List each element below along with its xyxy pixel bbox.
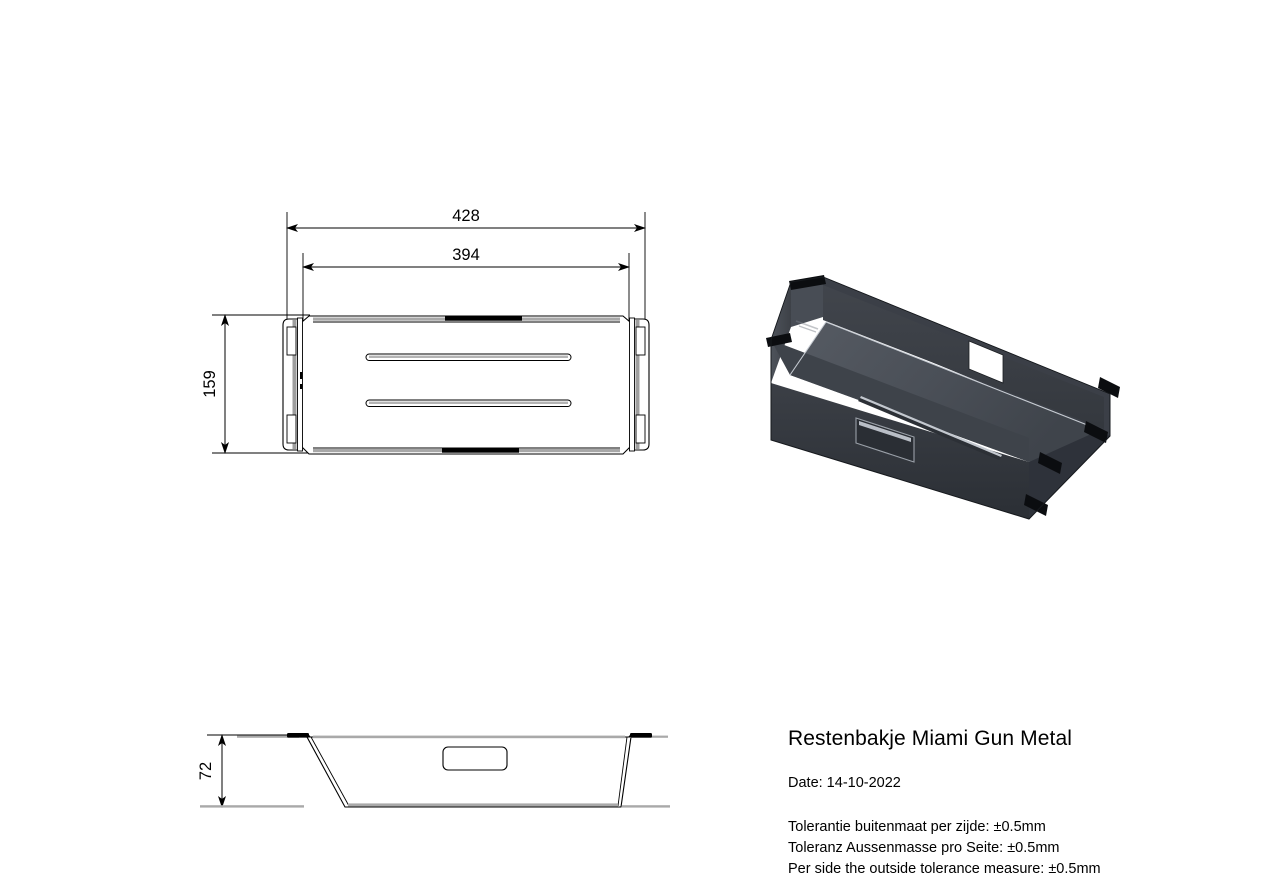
dimension-label-overall-width: 428 xyxy=(452,207,480,225)
iso-left-inner-wall xyxy=(771,282,791,383)
iso-interior-front-wall xyxy=(771,340,1029,462)
tolerance-note-en: Per side the outside tolerance measure: … xyxy=(788,861,1101,877)
iso-interior-floor xyxy=(790,322,1100,462)
iso-corner-pads xyxy=(766,275,1120,516)
lower-drain-slot xyxy=(365,399,572,407)
iso-left-tall-panel xyxy=(791,277,823,327)
title-block: Restenbakje Miami Gun Metal Date: 14-10-… xyxy=(788,727,1258,880)
tolerance-note-nl: Tolerantie buitenmaat per zijde: ±0.5mm xyxy=(788,819,1046,835)
iso-front-handle-cutout xyxy=(855,417,915,463)
isometric-view xyxy=(766,275,1120,520)
iso-outline xyxy=(770,276,1111,520)
iso-back-wall-inner xyxy=(823,285,1104,429)
product-title: Restenbakje Miami Gun Metal xyxy=(788,727,1072,750)
top-view: 428 394 159 xyxy=(201,207,650,455)
left-end-cap xyxy=(282,317,303,452)
dimension-label-overall-height: 72 xyxy=(197,762,215,780)
tolerance-note-de: Toleranz Aussenmasse pro Seite: ±0.5mm xyxy=(788,840,1060,856)
dimension-extension-lines-72 xyxy=(207,734,300,808)
right-mount-tab xyxy=(628,733,652,738)
tray-plan-body xyxy=(301,315,631,455)
right-end-cap xyxy=(629,317,650,452)
bottom-edge-handle-cutout xyxy=(442,448,519,453)
iso-back-handle-cutout xyxy=(968,340,1004,384)
top-edge-handle-cutout xyxy=(445,316,522,321)
left-mount-tab xyxy=(287,733,311,738)
iso-edge-highlights-bright xyxy=(789,321,1101,431)
front-view: 72 xyxy=(197,733,670,808)
front-handle-cutout xyxy=(442,746,508,771)
dimension-label-inner-width: 394 xyxy=(452,246,480,264)
dimension-label-overall-depth: 159 xyxy=(201,370,219,398)
iso-floor-drain-slot xyxy=(858,396,1002,460)
tolerance-notes: Tolerantie buitenmaat per zijde: ±0.5mm … xyxy=(788,817,1258,880)
document-date: Date: 14-10-2022 xyxy=(788,775,901,791)
upper-drain-slot xyxy=(365,353,572,361)
iso-brand-logo-emboss xyxy=(795,320,819,333)
